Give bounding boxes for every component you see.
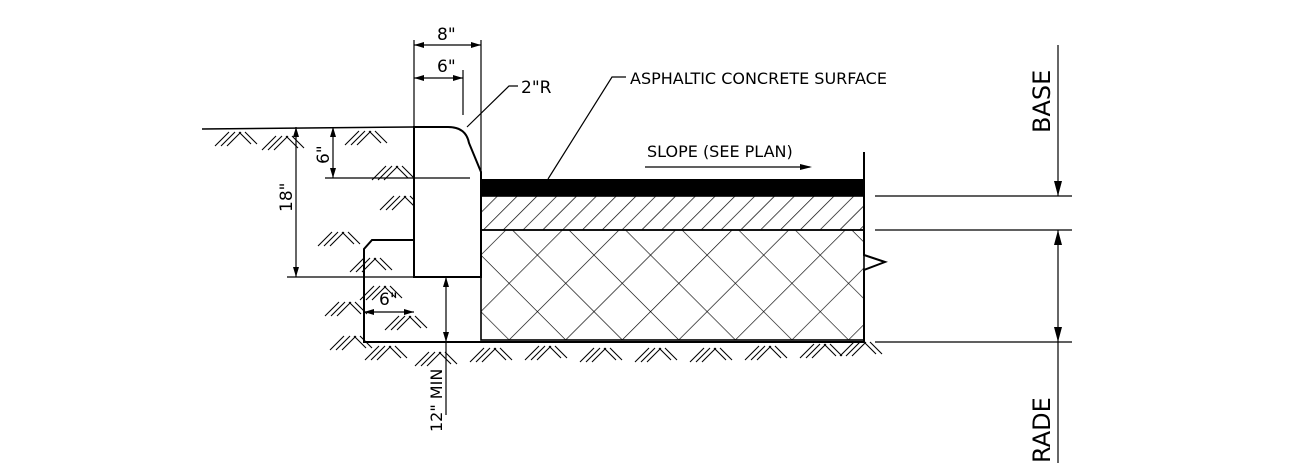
asphalt-surface [481, 179, 865, 196]
slope-arrowhead [800, 164, 812, 170]
dim-curb-height-label: 18" [277, 183, 297, 212]
dim-toe-label: 6" [379, 290, 398, 310]
ground-line [201, 126, 414, 130]
surface-leader [547, 76, 626, 180]
curb-body [413, 126, 482, 278]
radius-leader [466, 85, 518, 128]
dim-top [413, 40, 482, 172]
dim-top-inner-label: 6" [437, 57, 456, 77]
dim-left [287, 127, 470, 278]
slope-label: SLOPE (SEE PLAN) [647, 142, 793, 161]
base-course [480, 229, 865, 341]
surface-callout: ASPHALTIC CONCRETE SURFACE [630, 69, 887, 88]
base-label: BASE [1028, 70, 1056, 133]
dim-top-outer-label: 8" [437, 25, 456, 45]
binder-layer [480, 195, 865, 231]
dim-face-label: 6" [314, 145, 334, 164]
radius-label: 2"R [521, 78, 552, 98]
curb-footing [363, 239, 864, 343]
dim-toe [364, 309, 414, 315]
dim-footing [443, 277, 449, 415]
break-line [863, 152, 888, 342]
grade-label: RADE [1028, 397, 1056, 463]
right-leaders [875, 45, 1072, 463]
dim-footing-label: 12" MIN [427, 369, 446, 432]
